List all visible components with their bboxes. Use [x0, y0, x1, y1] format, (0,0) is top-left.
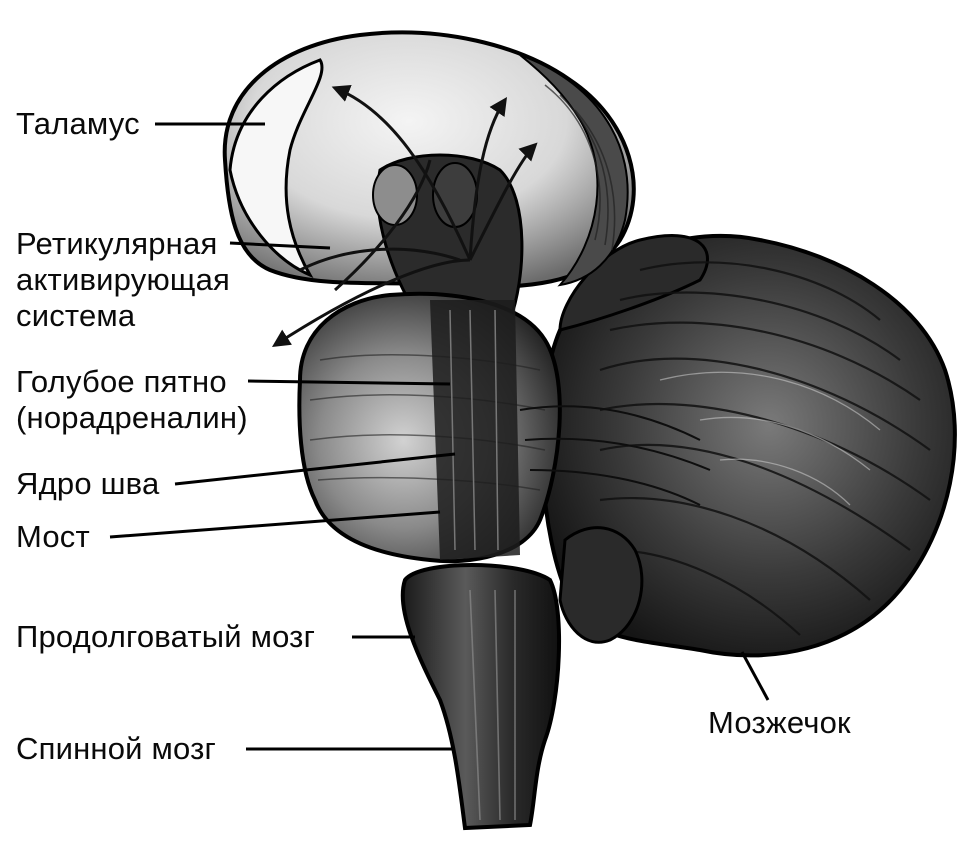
leader-raphe [174, 452, 456, 486]
leader-reticular [229, 241, 331, 250]
label-reticular-activating-system: Ретикулярная активирующая система [16, 226, 231, 333]
medulla-spinal-shape [400, 526, 644, 831]
label-locus-coeruleus: Голубое пятно (норадреналин) [16, 364, 248, 435]
leader-lines [109, 122, 770, 751]
leader-cerebellum [740, 651, 770, 701]
label-medulla: Продолговатый мозг [16, 619, 316, 654]
leader-locus [247, 379, 451, 386]
label-thalamus: Таламус [16, 106, 140, 141]
peduncle-fibers [519, 405, 711, 506]
leader-pons [109, 510, 441, 539]
label-raphe-nucleus: Ядро шва [16, 466, 160, 501]
label-pons: Мост [16, 519, 90, 554]
pons-shape [297, 291, 562, 564]
label-spinal-cord: Спинной мозг [16, 731, 217, 766]
label-cerebellum: Мозжечок [708, 705, 851, 740]
activation-arrows [271, 85, 538, 347]
cerebellum-shape [539, 233, 957, 658]
